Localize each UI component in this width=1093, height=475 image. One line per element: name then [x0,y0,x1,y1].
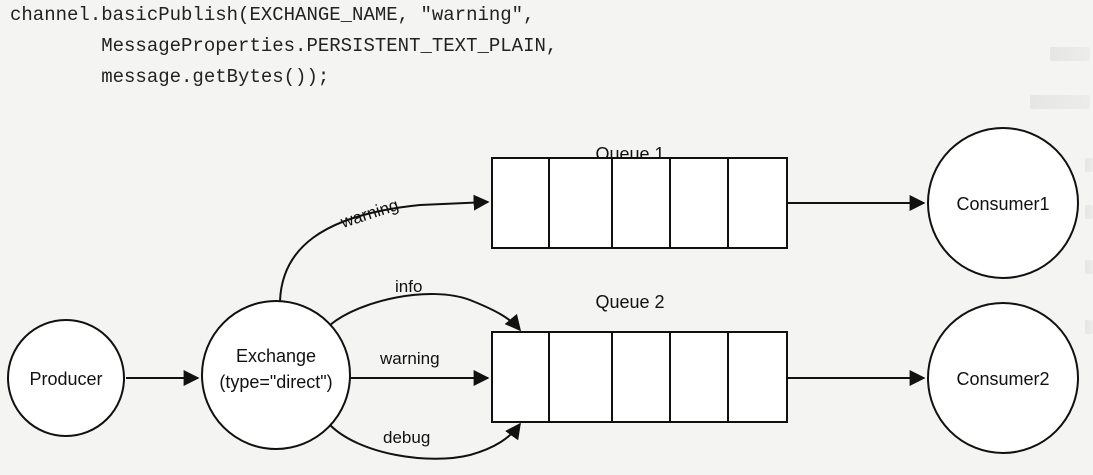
info-q2-label: info [395,277,422,296]
debug-q2-label: debug [383,428,430,447]
code-line-3: message.getBytes()); [10,66,330,88]
warning-q2-label: warning [379,349,440,368]
producer-label: Producer [29,369,102,389]
background-text-line [1085,205,1093,219]
producer-node: Producer [7,319,125,437]
warning-q1-label: warning [337,195,400,232]
queue2-box [491,331,788,423]
code-line-2: MessageProperties.PERSISTENT_TEXT_PLAIN, [10,35,558,57]
consumer1-label: Consumer1 [956,194,1049,214]
queue2-label: Queue 2 [595,292,664,312]
background-text-line [1085,260,1093,274]
debug-to-queue2-arrow [329,422,521,460]
code-snippet: channel.basicPublish(EXCHANGE_NAME, "war… [10,0,557,93]
code-line-1: channel.basicPublish(EXCHANGE_NAME, "war… [10,4,535,26]
exchange-label: Exchange [236,346,316,366]
info-to-queue2-arrow [329,293,522,332]
background-text-line [1085,320,1093,334]
consumer2-node: Consumer2 [927,302,1079,454]
consumer1-node: Consumer1 [927,127,1079,279]
queue1-box [491,157,788,249]
exchange-type-label: (type="direct") [219,372,332,392]
warning-to-queue1-arrow [279,194,490,302]
background-text-line [1030,95,1090,109]
background-text-line [1050,47,1090,61]
consumer2-label: Consumer2 [956,369,1049,389]
exchange-node: Exchange (type="direct") [201,300,351,450]
background-text-line [1085,158,1093,172]
